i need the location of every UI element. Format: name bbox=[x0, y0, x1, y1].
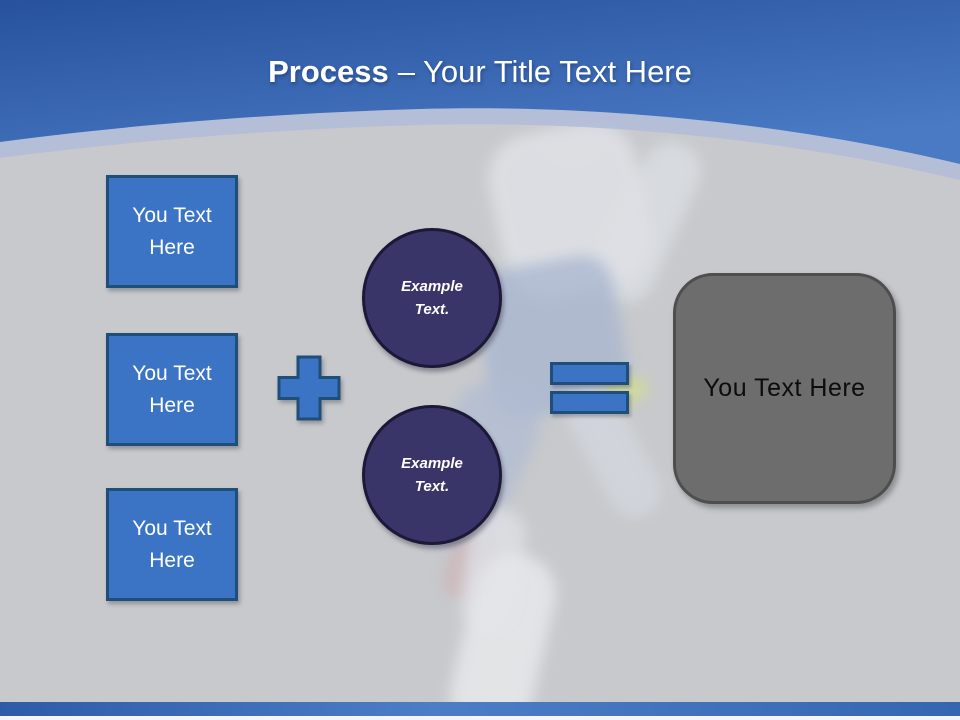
example-circle-1: Example Text. bbox=[362, 228, 502, 368]
equals-icon bbox=[550, 362, 629, 414]
text-placeholder-box-2-label: You Text Here bbox=[132, 362, 212, 417]
example-circle-1-label: Example Text. bbox=[401, 277, 463, 318]
result-box-label: You Text Here bbox=[703, 374, 866, 402]
text-placeholder-box-3: You Text Here bbox=[106, 488, 238, 601]
example-circle-2-label: Example Text. bbox=[401, 454, 463, 495]
example-circle-2: Example Text. bbox=[362, 405, 502, 545]
text-placeholder-box-3-label: You Text Here bbox=[132, 517, 212, 572]
text-placeholder-box-1: You Text Here bbox=[106, 175, 238, 288]
slide-title: Process– Your Title Text Here bbox=[0, 54, 960, 90]
footer-white-strip bbox=[0, 716, 960, 720]
equals-top-bar bbox=[550, 362, 629, 385]
header-curve-banner bbox=[0, 0, 960, 180]
slide-title-text: – Your Title Text Here bbox=[397, 54, 692, 89]
slide-title-keyword: Process bbox=[268, 54, 389, 89]
footer-accent-bar bbox=[0, 702, 960, 716]
equals-bottom-bar bbox=[550, 391, 629, 414]
text-placeholder-box-2: You Text Here bbox=[106, 333, 238, 446]
text-placeholder-box-1-label: You Text Here bbox=[132, 204, 212, 259]
result-box: You Text Here bbox=[673, 273, 896, 504]
plus-icon bbox=[277, 355, 341, 426]
